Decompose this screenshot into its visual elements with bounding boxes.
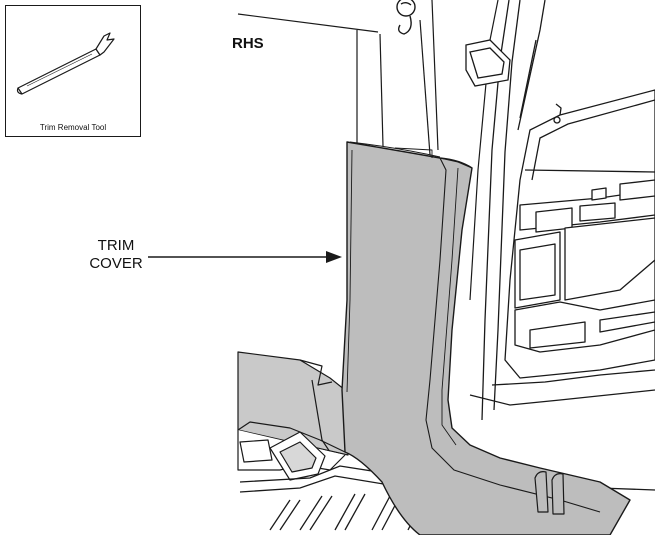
door-interior: [470, 90, 655, 405]
side-label: RHS: [232, 35, 264, 52]
inset-caption: Trim Removal Tool: [40, 123, 106, 132]
callout-arrow: [148, 251, 342, 263]
coat-hook: [397, 0, 415, 34]
tool-inset: Trim Removal Tool: [6, 6, 141, 137]
callout-line-2: COVER: [89, 255, 143, 272]
callout-line-1: TRIM: [98, 237, 135, 254]
inset-frame: [6, 6, 141, 137]
